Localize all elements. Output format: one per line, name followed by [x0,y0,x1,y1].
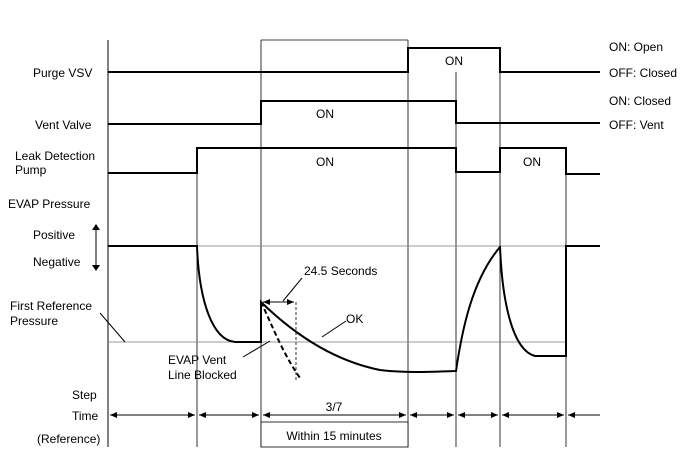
blocked-label-line1: EVAP Vent [168,353,227,367]
ok-leader [321,320,347,338]
vent-valve-state-vent: OFF: Vent [609,118,664,132]
purge-vsv-state-closed: OFF: Closed [609,66,677,80]
step-value: 3/7 [326,400,343,414]
purge-vsv-signal [108,47,600,73]
vent-valve-label: Vent Valve [35,118,92,132]
vent-valve-state-closed: ON: Closed [609,94,671,108]
step-label: Step [72,388,97,402]
leak-pump-label-line2: Pump [15,163,47,177]
seconds-label: 24.5 Seconds [304,264,377,278]
leak-pump-on-label-2: ON [523,155,541,169]
seconds-leader [282,277,303,302]
purge-vsv-on-label: ON [445,54,463,68]
vent-valve-signal [108,100,600,125]
pressure-direction-arrow [92,224,100,271]
leak-pump-signal [108,147,600,175]
ok-label: OK [346,312,363,326]
time-label: Time [72,409,99,423]
leak-pump-label-line1: Leak Detection [15,149,95,163]
purge-vsv-state-open: ON: Open [609,40,663,54]
positive-label: Positive [33,228,75,242]
evap-pressure-label: EVAP Pressure [8,197,91,211]
leak-pump-on-label-1: ON [316,155,334,169]
first-reference-label-line1: First Reference [10,299,92,313]
evap-pressure-curve [108,245,600,373]
time-limit-label: Within 15 minutes [286,429,381,443]
blocked-leader [242,340,271,358]
blocked-label-line2: Line Blocked [168,368,237,382]
evap-vent-blocked-curve [260,301,301,379]
purge-vsv-label: Purge VSV [33,66,92,80]
first-reference-label-line2: Pressure [10,314,58,328]
time-limit-box [260,421,409,448]
first-reference-leader [99,312,126,343]
vent-valve-on-label: ON [316,107,334,121]
reference-label: (Reference) [37,432,100,446]
negative-label: Negative [33,255,81,269]
